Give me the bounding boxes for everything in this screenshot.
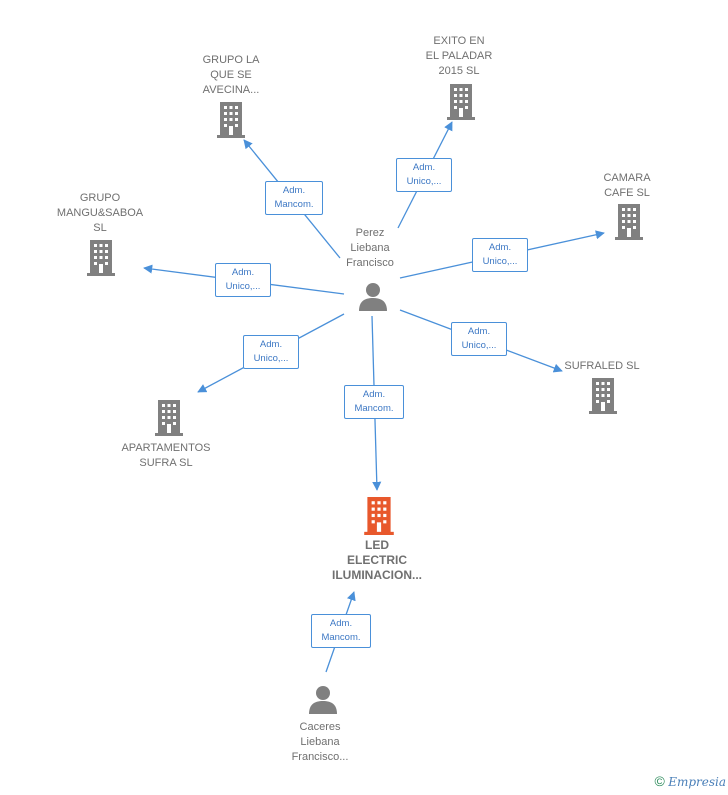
company-label-grupo-mangu-saboa[interactable]: GRUPO MANGU&SABOA SL bbox=[56, 192, 144, 234]
company-label-camara-cafe[interactable]: CAMARA CAFE SL bbox=[603, 172, 651, 199]
person-label-caceres-liebana[interactable]: Caceres Liebana Francisco... bbox=[291, 721, 349, 763]
edge-label-camara-cafe[interactable]: Adm. Unico,... bbox=[472, 238, 528, 272]
building-icon[interactable] bbox=[615, 204, 643, 240]
focus-building-icon[interactable] bbox=[364, 497, 394, 535]
company-label-sufraled[interactable]: SUFRALED SL bbox=[564, 360, 640, 372]
brand-name: Empresia bbox=[668, 775, 726, 789]
edge-label-exito-en-el-paladar[interactable]: Adm. Unico,... bbox=[396, 158, 452, 192]
edge-label-caceres-to-led[interactable]: Adm. Mancom. bbox=[311, 614, 371, 648]
person-icon[interactable] bbox=[358, 281, 388, 311]
building-icon[interactable] bbox=[155, 400, 183, 436]
person-icon[interactable] bbox=[308, 684, 338, 714]
focus-company-label[interactable]: LED ELECTRIC ILUMINACION... bbox=[332, 538, 422, 582]
edge-label-led-electric[interactable]: Adm. Mancom. bbox=[344, 385, 404, 419]
building-icon[interactable] bbox=[447, 84, 475, 120]
edge-label-apartamentos-sufra[interactable]: Adm. Unico,... bbox=[243, 335, 299, 369]
building-icon[interactable] bbox=[217, 102, 245, 138]
copyright-symbol: © bbox=[654, 773, 665, 789]
brand-watermark: © Empresia bbox=[655, 773, 726, 789]
person-label-perez-liebana[interactable]: Perez Liebana Francisco bbox=[346, 227, 394, 269]
company-label-exito-en-el-paladar[interactable]: EXITO EN EL PALADAR 2015 SL bbox=[425, 35, 493, 77]
edge-label-sufraled[interactable]: Adm. Unico,... bbox=[451, 322, 507, 356]
edge-label-grupo-la-que-se-avecina[interactable]: Adm. Mancom. bbox=[265, 181, 323, 215]
company-label-grupo-la-que-se-avecina[interactable]: GRUPO LA QUE SE AVECINA... bbox=[202, 54, 260, 96]
edge-label-grupo-mangu-saboa[interactable]: Adm. Unico,... bbox=[215, 263, 271, 297]
building-icon[interactable] bbox=[87, 240, 115, 276]
company-label-apartamentos-sufra[interactable]: APARTAMENTOS SUFRA SL bbox=[121, 442, 211, 469]
building-icon[interactable] bbox=[589, 378, 617, 414]
